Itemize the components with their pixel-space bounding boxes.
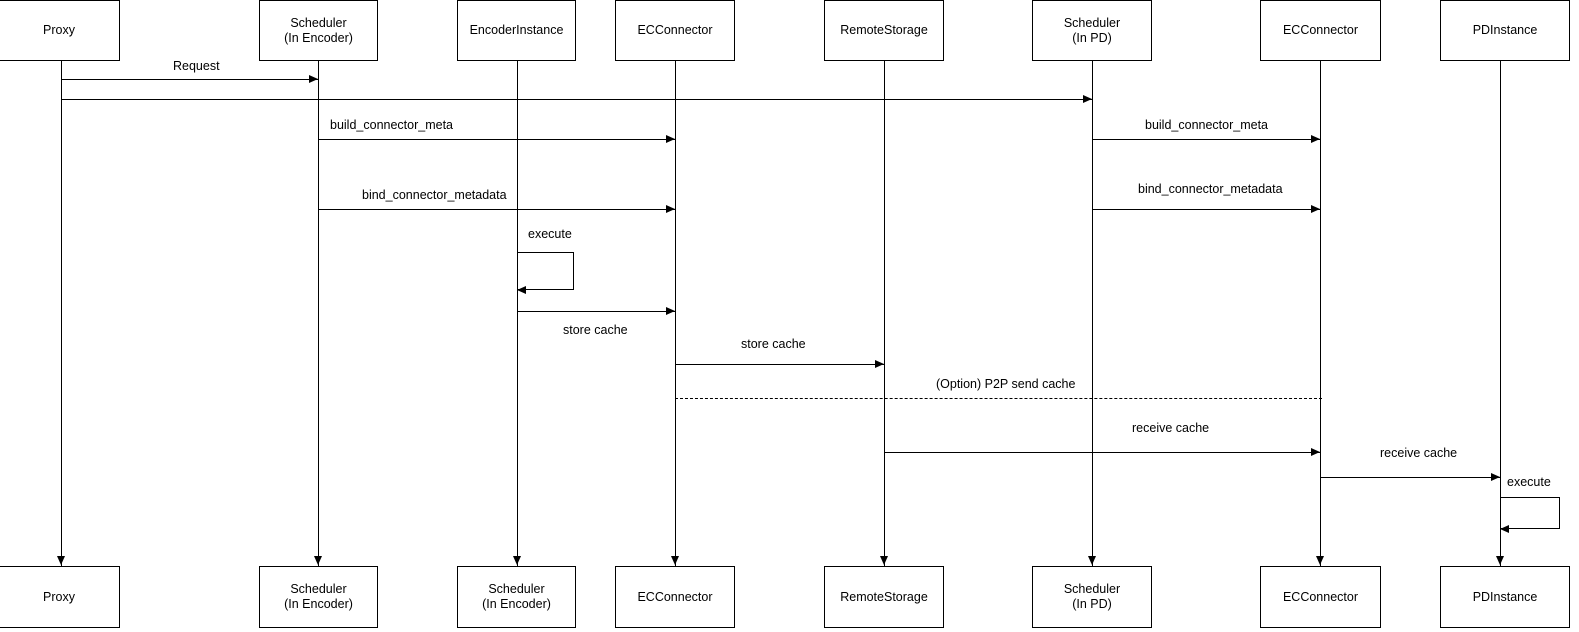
top-participant-label-line1-ec-connector-right: ECConnector — [1282, 23, 1359, 37]
message-arrowhead-m3 — [666, 135, 675, 143]
message-label-m4: build_connector_meta — [1145, 118, 1268, 132]
lifeline-scheduler-encoder — [318, 61, 319, 566]
bottom-participant-label-line1-proxy: Proxy — [43, 589, 75, 604]
top-participant-label-line1-pd-instance: PDInstance — [1472, 23, 1538, 37]
bottom-participant-box-ec-connector-left: ECConnector — [615, 566, 735, 628]
bottom-participant-label-line2-scheduler-pd: (In PD) — [1072, 597, 1112, 611]
bottom-participant-label-line1-scheduler-pd: Scheduler — [1063, 582, 1121, 596]
message-arrowhead-m7 — [666, 307, 675, 315]
top-participant-label-line1-scheduler-encoder: Scheduler — [290, 15, 347, 30]
top-participant-box-ec-connector-left: ECConnector — [615, 0, 735, 61]
message-line-m8 — [675, 364, 884, 365]
bottom-participant-box-remote-storage: RemoteStorage — [824, 566, 944, 628]
lifeline-ec-connector-right — [1320, 61, 1321, 566]
bottom-participant-label-line1-encoder-instance: Scheduler — [488, 582, 545, 596]
bottom-participant-box-pd-instance: PDInstance — [1440, 566, 1570, 628]
message-line-m4 — [1092, 139, 1320, 140]
lifeline-end-arrow-proxy — [57, 556, 66, 565]
lifeline-end-arrow-ec-connector-left — [671, 556, 680, 565]
lifeline-ec-connector-left — [675, 61, 676, 566]
message-line-m7 — [517, 311, 675, 312]
bottom-participant-box-ec-connector-right: ECConnector — [1260, 566, 1381, 628]
top-participant-label-line1-proxy: Proxy — [43, 23, 75, 37]
lifeline-end-arrow-scheduler-pd — [1088, 556, 1097, 565]
message-arrowhead-m8 — [875, 360, 884, 368]
message-line-m5 — [318, 209, 675, 210]
bottom-participant-box-scheduler-pd: Scheduler(In PD) — [1032, 566, 1152, 628]
message-label-m6: bind_connector_metadata — [1138, 182, 1283, 196]
lifeline-encoder-instance — [517, 61, 518, 566]
top-participant-label-line2-scheduler-encoder: (In Encoder) — [284, 30, 353, 45]
message-arrowhead-m2 — [1083, 95, 1092, 103]
top-participant-box-scheduler-pd: Scheduler(In PD) — [1032, 0, 1152, 61]
message-label-m9: (Option) P2P send cache — [936, 377, 1076, 391]
self-message-loop-s2 — [1500, 497, 1560, 529]
message-arrowhead-m6 — [1311, 205, 1320, 213]
lifeline-end-arrow-remote-storage — [880, 556, 889, 565]
bottom-participant-label-line1-ec-connector-right: ECConnector — [1282, 589, 1359, 604]
message-label-m5: bind_connector_metadata — [362, 188, 507, 202]
lifeline-proxy — [61, 61, 62, 566]
self-message-label-s2: execute — [1507, 475, 1551, 489]
lifeline-pd-instance — [1500, 61, 1501, 566]
message-label-m10: receive cache — [1132, 421, 1210, 435]
self-message-label-s1: execute — [528, 227, 572, 241]
bottom-participant-label-line1-pd-instance: PDInstance — [1472, 589, 1538, 604]
message-label-m7: store cache — [563, 323, 628, 337]
lifeline-end-arrow-scheduler-encoder — [314, 556, 323, 565]
message-line-m3 — [318, 139, 675, 140]
message-line-m11 — [1320, 477, 1500, 478]
bottom-participant-label-line2-scheduler-encoder: (In Encoder) — [284, 597, 353, 611]
top-participant-label-line1-ec-connector-left: ECConnector — [637, 23, 713, 37]
top-participant-box-encoder-instance: EncoderInstance — [457, 0, 576, 61]
lifeline-end-arrow-encoder-instance — [513, 556, 522, 565]
top-participant-label-line1-encoder-instance: EncoderInstance — [469, 23, 564, 37]
message-line-m10 — [884, 452, 1320, 453]
top-participant-box-proxy: Proxy — [0, 0, 120, 61]
message-arrowhead-m11 — [1491, 473, 1500, 481]
bottom-participant-label-line1-remote-storage: RemoteStorage — [840, 589, 928, 604]
bottom-participant-box-proxy: Proxy — [0, 566, 120, 628]
bottom-participant-box-scheduler-encoder: Scheduler(In Encoder) — [259, 566, 378, 628]
message-line-m1 — [61, 79, 318, 80]
top-participant-box-remote-storage: RemoteStorage — [824, 0, 944, 61]
bottom-participant-label-line1-scheduler-encoder: Scheduler — [290, 582, 347, 596]
message-arrowhead-m10 — [1311, 448, 1320, 456]
message-label-m1: Request — [173, 59, 220, 73]
message-label-m3: build_connector_meta — [330, 118, 453, 132]
top-participant-box-scheduler-encoder: Scheduler(In Encoder) — [259, 0, 378, 61]
message-line-m6 — [1092, 209, 1320, 210]
bottom-participant-label-line2-encoder-instance: (In Encoder) — [482, 597, 551, 611]
message-line-m9 — [675, 398, 1322, 399]
top-participant-box-ec-connector-right: ECConnector — [1260, 0, 1381, 61]
lifeline-end-arrow-ec-connector-right — [1316, 556, 1325, 565]
message-label-m11: receive cache — [1380, 446, 1458, 460]
top-participant-label-line1-scheduler-pd: Scheduler — [1063, 15, 1121, 30]
message-line-m2 — [61, 99, 1092, 100]
top-participant-label-line1-remote-storage: RemoteStorage — [840, 23, 928, 37]
lifeline-end-arrow-pd-instance — [1496, 556, 1505, 565]
self-message-arrowhead-s1 — [517, 285, 526, 294]
self-message-arrowhead-s2 — [1500, 524, 1509, 533]
self-message-loop-s1 — [517, 252, 574, 290]
bottom-participant-label-line1-ec-connector-left: ECConnector — [637, 589, 713, 604]
lifeline-scheduler-pd — [1092, 61, 1093, 566]
bottom-participant-box-encoder-instance: Scheduler(In Encoder) — [457, 566, 576, 628]
message-arrowhead-m5 — [666, 205, 675, 213]
lifeline-remote-storage — [884, 61, 885, 566]
message-arrowhead-m4 — [1311, 135, 1320, 143]
top-participant-box-pd-instance: PDInstance — [1440, 0, 1570, 61]
top-participant-label-line2-scheduler-pd: (In PD) — [1072, 30, 1112, 45]
message-label-m8: store cache — [741, 337, 806, 351]
message-arrowhead-m1 — [309, 75, 318, 83]
